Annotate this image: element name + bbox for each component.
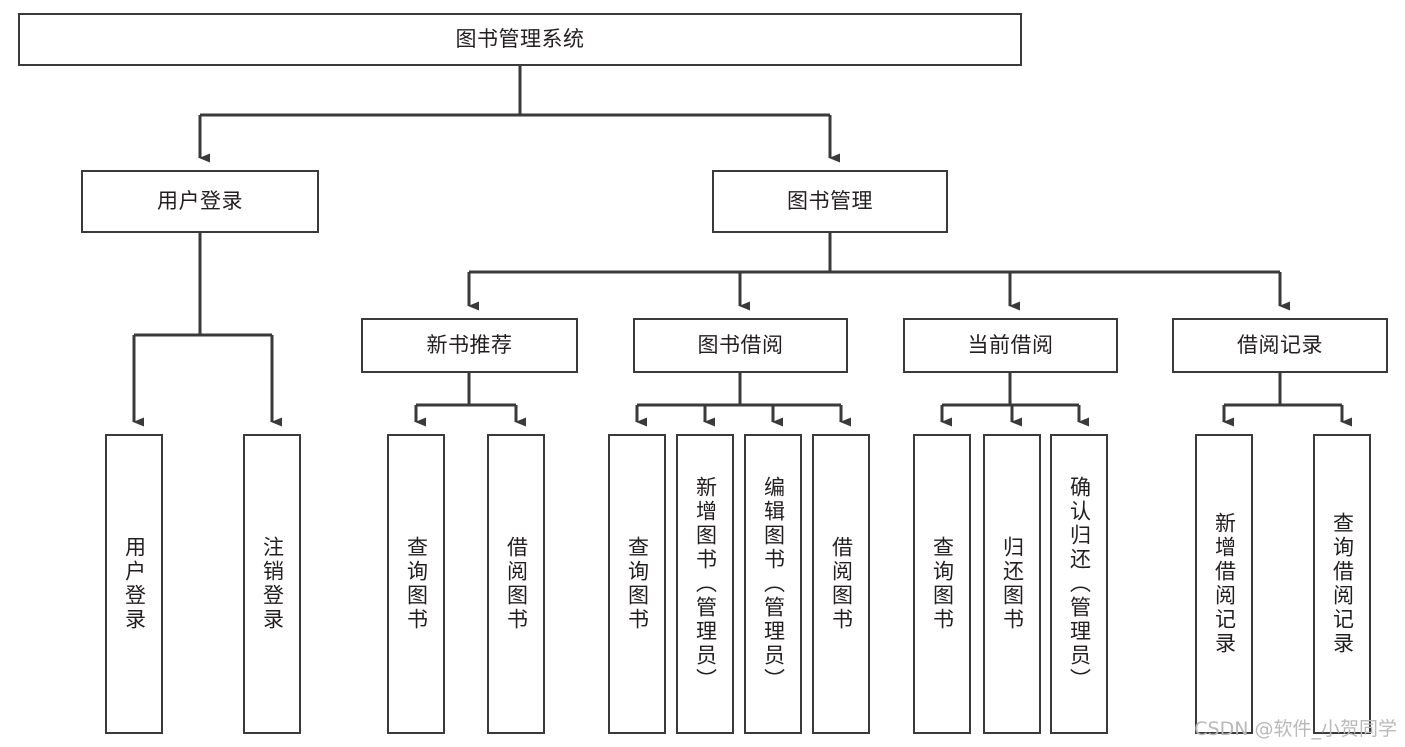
leaf-add-book-admin[interactable]: 新增图书（管理员） (676, 434, 734, 734)
node-book-borrow[interactable]: 图书借阅 (633, 318, 848, 373)
leaf-query-borrow-record-label: 查询借阅记录 (1330, 512, 1355, 656)
leaf-add-borrow-record-label: 新增借阅记录 (1212, 512, 1237, 656)
leaf-add-borrow-record[interactable]: 新增借阅记录 (1195, 434, 1253, 734)
leaf-borrow-book-rec-label: 借阅图书 (504, 536, 529, 632)
node-user-login[interactable]: 用户登录 (81, 170, 319, 233)
leaf-borrow-book-label: 借阅图书 (829, 536, 854, 632)
leaf-query-borrow-record[interactable]: 查询借阅记录 (1313, 434, 1371, 734)
leaf-query-book-rec[interactable]: 查询图书 (387, 434, 445, 734)
leaf-user-login[interactable]: 用户登录 (105, 434, 163, 734)
leaf-return-book[interactable]: 归还图书 (983, 434, 1041, 734)
node-root-label: 图书管理系统 (455, 27, 585, 52)
leaf-user-login-label: 用户登录 (122, 536, 147, 632)
leaf-logout-label: 注销登录 (260, 536, 285, 632)
leaf-add-book-admin-label: 新增图书（管理员） (693, 476, 718, 692)
leaf-query-book-borrow[interactable]: 查询图书 (608, 434, 666, 734)
leaf-query-book-rec-label: 查询图书 (404, 536, 429, 632)
node-book-management[interactable]: 图书管理 (712, 170, 948, 233)
node-borrow-records-label: 借阅记录 (1237, 333, 1323, 358)
leaf-query-book-current-label: 查询图书 (930, 536, 955, 632)
node-book-borrow-label: 图书借阅 (697, 333, 784, 358)
leaf-edit-book-admin[interactable]: 编辑图书（管理员） (744, 434, 802, 734)
leaf-borrow-book-rec[interactable]: 借阅图书 (487, 434, 545, 734)
leaf-query-book-current[interactable]: 查询图书 (913, 434, 971, 734)
node-root[interactable]: 图书管理系统 (18, 13, 1022, 66)
leaf-confirm-return-admin-label: 确认归还（管理员） (1067, 476, 1092, 692)
node-new-book-recommendation[interactable]: 新书推荐 (361, 318, 578, 373)
node-book-management-label: 图书管理 (787, 189, 873, 214)
node-new-book-recommendation-label: 新书推荐 (426, 333, 513, 358)
watermark-text: CSDN @软件_小贺同学 (1194, 718, 1397, 740)
node-user-login-label: 用户登录 (157, 189, 243, 214)
node-current-borrow[interactable]: 当前借阅 (903, 318, 1118, 373)
node-borrow-records[interactable]: 借阅记录 (1172, 318, 1388, 373)
leaf-confirm-return-admin[interactable]: 确认归还（管理员） (1050, 434, 1108, 734)
leaf-logout[interactable]: 注销登录 (243, 434, 301, 734)
leaf-edit-book-admin-label: 编辑图书（管理员） (761, 476, 786, 692)
leaf-query-book-borrow-label: 查询图书 (625, 536, 650, 632)
leaf-borrow-book[interactable]: 借阅图书 (812, 434, 870, 734)
leaf-return-book-label: 归还图书 (1000, 536, 1025, 632)
node-current-borrow-label: 当前借阅 (967, 333, 1054, 358)
